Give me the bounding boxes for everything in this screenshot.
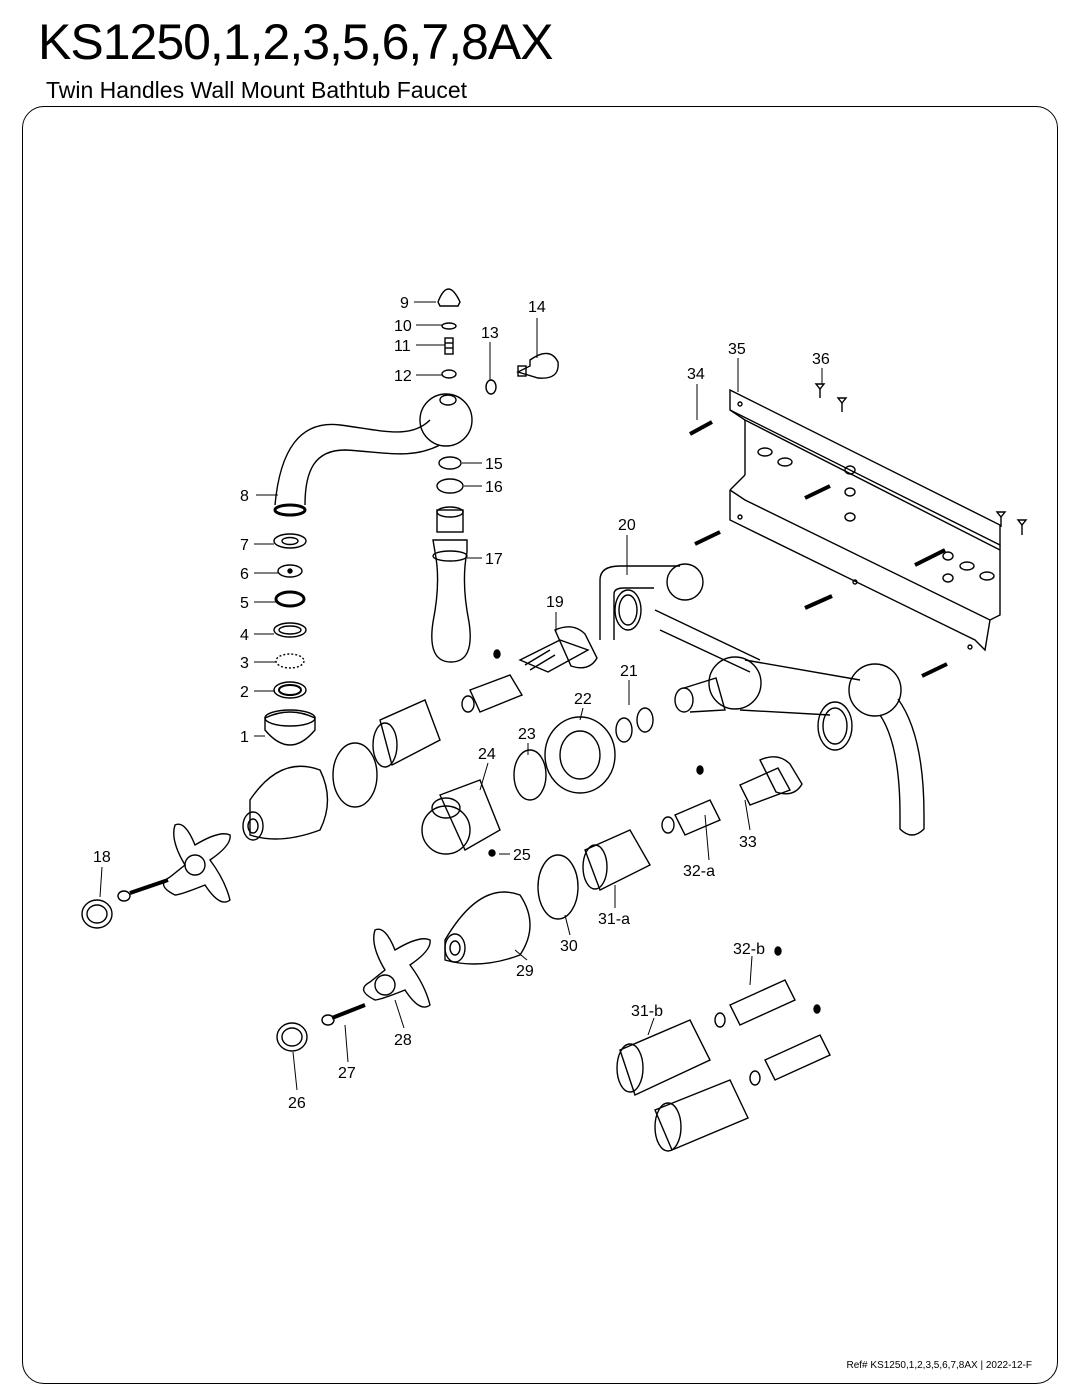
diagram-frame — [22, 106, 1058, 1384]
cold-side-assembly — [444, 756, 803, 965]
label-part-28: 28 — [394, 1032, 412, 1049]
label-part-4: 4 — [240, 627, 249, 644]
page-subtitle: Twin Handles Wall Mount Bathtub Faucet — [46, 77, 468, 103]
label-part-34: 34 — [687, 366, 705, 383]
valve-body — [599, 563, 925, 836]
wall-bracket — [729, 388, 1001, 652]
mounting-screws — [689, 383, 1028, 678]
label-part-36: 36 — [812, 351, 830, 368]
hot-side-assembly — [242, 699, 441, 841]
label-part-15: 15 — [485, 456, 503, 473]
hot-handle-cross — [81, 823, 231, 929]
label-part-10: 10 — [394, 318, 412, 335]
page-title: KS1250,1,2,3,5,6,7,8AX — [38, 14, 554, 70]
label-part-7: 7 — [240, 537, 249, 554]
reference-code: Ref# KS1250,1,2,3,5,6,7,8AX | 2022-12-F — [846, 1360, 1033, 1371]
label-part-33: 33 — [739, 834, 757, 851]
label-part-14: 14 — [528, 299, 546, 316]
leader-lines — [99, 301, 823, 1091]
alternate-sleeve-parts — [616, 946, 831, 1152]
spout-aerator-stack — [264, 288, 473, 746]
label-part-26: 26 — [288, 1095, 306, 1112]
riser-body — [431, 456, 471, 663]
label-part-19: 19 — [546, 594, 564, 611]
part-labels: 1 2 3 4 5 6 7 8 9 10 11 12 13 14 15 16 1… — [93, 295, 830, 1112]
label-part-9: 9 — [400, 295, 409, 312]
label-part-1: 1 — [240, 729, 249, 746]
label-part-3: 3 — [240, 655, 249, 672]
label-part-18: 18 — [93, 849, 111, 866]
label-part-6: 6 — [240, 566, 249, 583]
label-part-22: 22 — [574, 691, 592, 708]
label-part-32a: 32-a — [683, 863, 715, 880]
label-part-8: 8 — [240, 488, 249, 505]
center-flange-group — [421, 677, 726, 857]
label-part-2: 2 — [240, 684, 249, 701]
label-part-5: 5 — [240, 595, 249, 612]
label-part-29: 29 — [516, 963, 534, 980]
label-part-27: 27 — [338, 1065, 356, 1082]
label-part-13: 13 — [481, 325, 499, 342]
label-part-31a: 31-a — [598, 911, 630, 928]
label-part-32b: 32-b — [733, 941, 765, 958]
label-part-30: 30 — [560, 938, 578, 955]
label-part-35: 35 — [728, 341, 746, 358]
cold-handle-cross — [276, 928, 431, 1052]
label-part-23: 23 — [518, 726, 536, 743]
diverter-knob — [485, 352, 559, 395]
label-part-16: 16 — [485, 479, 503, 496]
label-part-17: 17 — [485, 551, 503, 568]
label-part-21: 21 — [620, 663, 638, 680]
label-part-24: 24 — [478, 746, 496, 763]
label-part-12: 12 — [394, 368, 412, 385]
label-part-25: 25 — [513, 847, 531, 864]
label-part-31b: 31-b — [631, 1003, 663, 1020]
label-part-11: 11 — [394, 338, 411, 355]
label-part-20: 20 — [618, 517, 636, 534]
cartridge-upper — [461, 626, 598, 713]
